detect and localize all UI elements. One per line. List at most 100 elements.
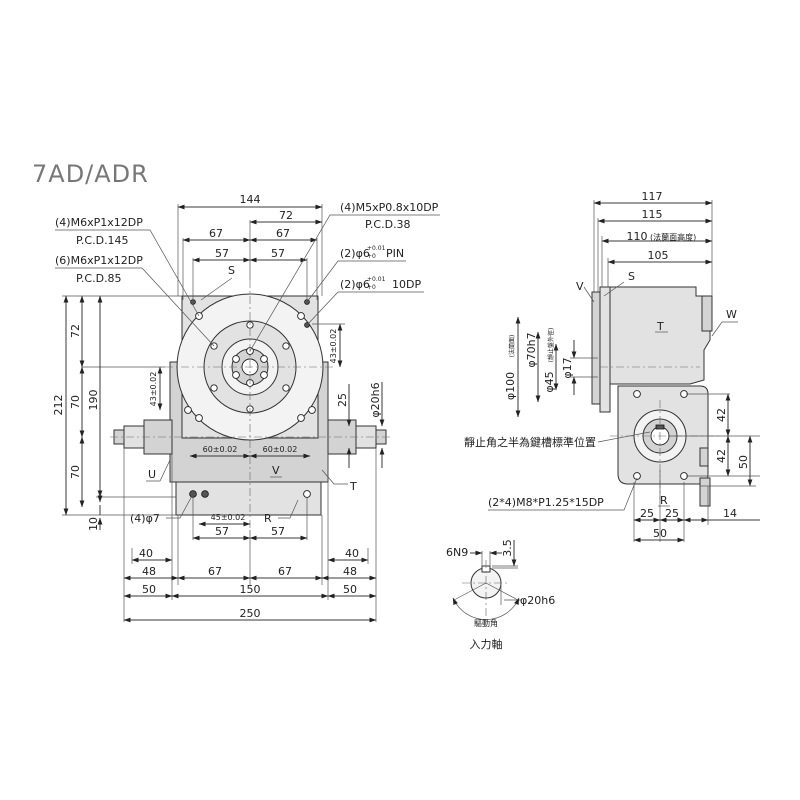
- callout-m6-pcd145: (4)M6xP1x12DP: [55, 216, 143, 229]
- side-dim-d45-note: (靜止盤外徑): [547, 328, 555, 363]
- svg-text:PIN: PIN: [386, 247, 404, 260]
- dim-250: 250: [240, 607, 261, 620]
- dim-72-top: 72: [279, 209, 293, 222]
- note-keyway: 靜止角之半為鍵槽標準位置: [464, 435, 596, 449]
- label-U-front: U: [148, 468, 156, 481]
- callout-pin: (2)φ6: [340, 247, 370, 260]
- dim-50-right: 50: [343, 583, 357, 596]
- dim-70-a: 70: [69, 395, 82, 409]
- front-bottom-dimensions: 40 40 48 67 67 48 50 150 50 250: [123, 448, 377, 623]
- note-m8: (2*4)M8*P1.25*15DP: [488, 496, 604, 509]
- shaft-dim-d20h6: φ20h6: [520, 594, 555, 607]
- label-T-front: T: [349, 480, 357, 493]
- label-W-side: W: [726, 308, 737, 321]
- dim-67-left: 67: [209, 227, 223, 240]
- dim-150: 150: [240, 583, 261, 596]
- label-S-front: S: [228, 264, 235, 277]
- side-top-dimensions: 117 115 110 (法蘭面高度) 105: [593, 190, 713, 296]
- side-letters: V S T W R: [576, 270, 738, 507]
- drawing-title: 7AD/ADR: [32, 160, 149, 188]
- dim-144: 144: [240, 193, 261, 206]
- side-dim-115: 115: [642, 208, 663, 221]
- dim-50-left: 50: [142, 583, 156, 596]
- shaft-dim-6n9: 6N9: [446, 546, 468, 559]
- side-dim-d70h7: φ70h7: [525, 332, 538, 367]
- side-dim-d45: φ45: [543, 371, 556, 392]
- dim-67-bottom-right: 67: [278, 565, 292, 578]
- dim-25: 25: [336, 393, 349, 407]
- callout-dp: (2)φ6: [340, 278, 370, 291]
- front-view: [110, 280, 392, 530]
- side-right-dimensions: 42 42 50: [668, 393, 760, 487]
- dim-57-bottom-right: 57: [271, 525, 285, 538]
- svg-text:10DP: 10DP: [392, 278, 421, 291]
- dim-60-right: 60±0.02: [263, 445, 298, 454]
- dim-48-left: 48: [142, 565, 156, 578]
- label-V-front: V: [272, 464, 280, 477]
- shaft-input-label: 入力軸: [470, 637, 503, 651]
- dim-72-side: 72: [69, 324, 82, 338]
- dim-45-front: 45±0.02: [211, 513, 246, 522]
- dim-40-left: 40: [139, 547, 153, 560]
- flange: [599, 286, 611, 413]
- svg-text:+0.01: +0.01: [367, 245, 386, 252]
- front-right-dimensions: 43±0.02 25 φ20h6: [312, 323, 385, 468]
- side-dim-d17: φ17: [561, 357, 574, 378]
- dim-43-right: 43±0.02: [329, 329, 338, 364]
- side-dim-117: 117: [642, 190, 663, 203]
- dim-70-b: 70: [69, 465, 82, 479]
- side-housing: [609, 286, 711, 385]
- shaft-dim-3-5: 3.5: [501, 539, 514, 557]
- shaft-drive-angle: 驅動角: [474, 618, 498, 628]
- dim-57-bottom-left: 57: [215, 525, 229, 538]
- svg-text:+0: +0: [367, 253, 376, 260]
- side-dim-105: 105: [648, 249, 669, 262]
- front-top-dimensions: 144 72 67 67 57 57: [177, 193, 323, 300]
- callout-pcd85: P.C.D.85: [76, 272, 122, 285]
- side-dim-d100: φ100: [504, 372, 517, 400]
- callout-pcd145: P.C.D.145: [76, 234, 129, 247]
- front-mid-dimensions: 60±0.02 60±0.02 45±0.02 57 57: [189, 445, 311, 541]
- side-dim-110-note: (法蘭面高度): [650, 232, 696, 242]
- flange-ring: [591, 291, 601, 405]
- side-dim-14: 14: [723, 507, 737, 520]
- dim-57-right: 57: [271, 247, 285, 260]
- shaft-detail: 6N9 3.5 φ20h6 驅動角 入力軸: [446, 539, 555, 651]
- side-view: [591, 286, 720, 507]
- side-left-dimensions: φ100 (法蘭面) φ70h7 φ45 (靜止盤外徑) φ17: [504, 316, 598, 418]
- label-S-side: S: [628, 270, 635, 283]
- dim-d20h6-front: φ20h6: [369, 382, 382, 417]
- base-foot: [175, 481, 322, 516]
- callout-pcd38: P.C.D.38: [365, 218, 411, 231]
- svg-text:+0: +0: [367, 284, 376, 291]
- label-T-side: T: [656, 320, 664, 333]
- svg-text:+0.01: +0.01: [367, 276, 386, 283]
- side-dim-110: 110: [627, 230, 648, 243]
- side-dim-50-b: 50: [653, 527, 667, 540]
- dim-48-right: 48: [343, 565, 357, 578]
- dim-10: 10: [87, 517, 100, 531]
- dim-40-right: 40: [345, 547, 359, 560]
- front-left-dimensions: 212 72 190 70 70 10 43±0.02: [52, 295, 182, 531]
- callout-m5: (4)M5xP0.8x10DP: [340, 201, 439, 214]
- callout-hole7: (4)φ7: [130, 512, 160, 525]
- side-bottom-dimensions: 25 25 14 50: [633, 470, 760, 543]
- side-notes: 靜止角之半為鍵槽標準位置 (2*4)M8*P1.25*15DP: [464, 431, 651, 511]
- label-V-side: V: [576, 280, 584, 293]
- dim-67-right: 67: [276, 227, 290, 240]
- side-dim-d100-note: (法蘭面): [508, 335, 516, 358]
- dim-60-left: 60±0.02: [203, 445, 238, 454]
- label-R-side: R: [660, 494, 668, 507]
- side-dim-42-a: 42: [715, 408, 728, 422]
- label-R-front: R: [264, 512, 272, 525]
- side-dim-50: 50: [737, 455, 750, 469]
- dim-212: 212: [52, 395, 65, 416]
- front-callouts: (4)M6xP1x12DP P.C.D.145 (6)M6xP1x12DP P.…: [55, 201, 440, 525]
- dim-190: 190: [87, 390, 100, 411]
- side-dim-42-b: 42: [715, 449, 728, 463]
- side-dim-25-b: 25: [665, 507, 679, 520]
- dim-67-bottom-left: 67: [208, 565, 222, 578]
- dim-43-left: 43±0.02: [149, 372, 158, 407]
- callout-m6-pcd85: (6)M6xP1x12DP: [55, 254, 143, 267]
